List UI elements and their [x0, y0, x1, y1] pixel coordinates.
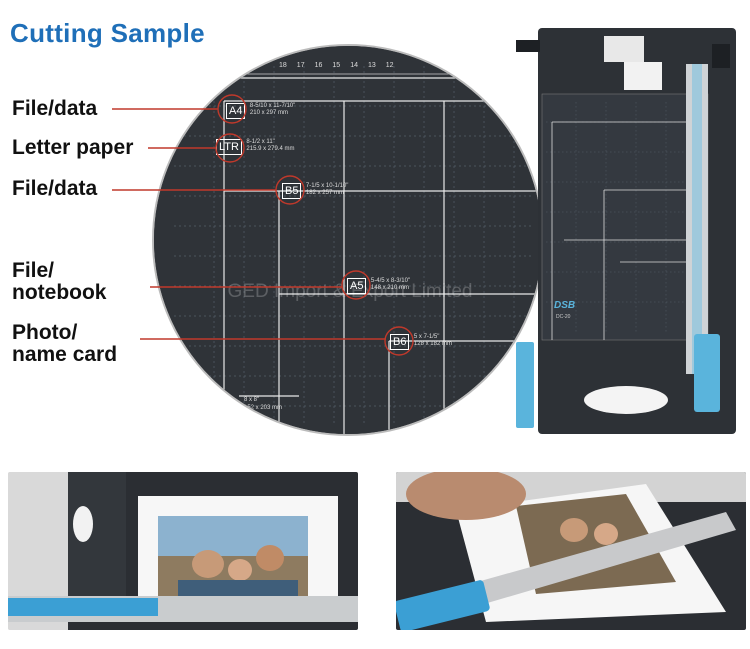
marker-b5: B5 7-1/5 x 10-1/10" 182 x 257 mm: [282, 183, 348, 201]
page-title: Cutting Sample: [10, 18, 205, 48]
ruler-tick: 18: [279, 62, 287, 69]
marker-code: A5: [347, 278, 367, 294]
marker-code: A4: [226, 103, 246, 119]
ruler-tick: 16: [314, 62, 323, 69]
callout-label-b6: Photo/ name card: [12, 321, 118, 366]
marker-mm: 148 x 210 mm: [370, 285, 409, 291]
marker-size: 5 x 7-1/5": [413, 334, 440, 340]
ruler-tick: 12: [385, 62, 394, 69]
marker-b6: B6 5 x 7-1/5" 128 x 182 mm: [390, 334, 452, 352]
marker-8x8: 8 x 8" 152 x 203 mm: [244, 396, 282, 412]
marker-mm: 210 x 297 mm: [249, 110, 288, 116]
marker-size: 5-4/5 x 8-3/10": [370, 278, 411, 284]
ruler-tick: 15: [332, 62, 341, 69]
ruler-scale: 18 17 16 15 14 13 12: [279, 62, 394, 69]
callout-label-a4: File/data: [12, 97, 98, 120]
callout-label-ltr: Letter paper: [12, 136, 134, 159]
ruler-tick: 17: [296, 62, 305, 69]
callout-label-b5: File/data: [12, 177, 98, 200]
product-photo: DSB DC-20: [516, 22, 742, 440]
marker-size: 7-1/5 x 10-1/10": [305, 183, 349, 189]
brand-logo: DSB: [554, 300, 576, 311]
ruler-tick: 14: [350, 62, 358, 69]
marker-mm: 182 x 257 mm: [305, 190, 344, 196]
marker-code: B5: [282, 183, 302, 199]
marker-a4: A4 8-5/10 x 11-7/10" 210 x 297 mm: [226, 103, 295, 121]
callout-label-a5: File/ notebook: [12, 259, 107, 304]
marker-size: 8-5/10 x 11-7/10": [249, 103, 296, 109]
marker-code: B6: [390, 334, 410, 350]
marker-mm: 128 x 182 mm: [413, 341, 452, 347]
photo-cutting-demo-left: [8, 472, 358, 630]
photo-cutting-demo-right: [396, 472, 746, 630]
marker-mm: 215.9 x 279.4 mm: [246, 146, 295, 152]
ruler-tick: 13: [367, 62, 376, 69]
marker-a5: A5 5-4/5 x 8-3/10" 148 x 210 mm: [347, 278, 410, 296]
marker-mm: 152 x 203 mm: [244, 405, 283, 411]
watermark: GED Import & Export Limited: [227, 281, 473, 302]
marker-size: 8-1/2 x 11": [246, 139, 275, 145]
model-label: DC-20: [556, 314, 571, 320]
marker-size: 8 x 8": [244, 397, 260, 403]
